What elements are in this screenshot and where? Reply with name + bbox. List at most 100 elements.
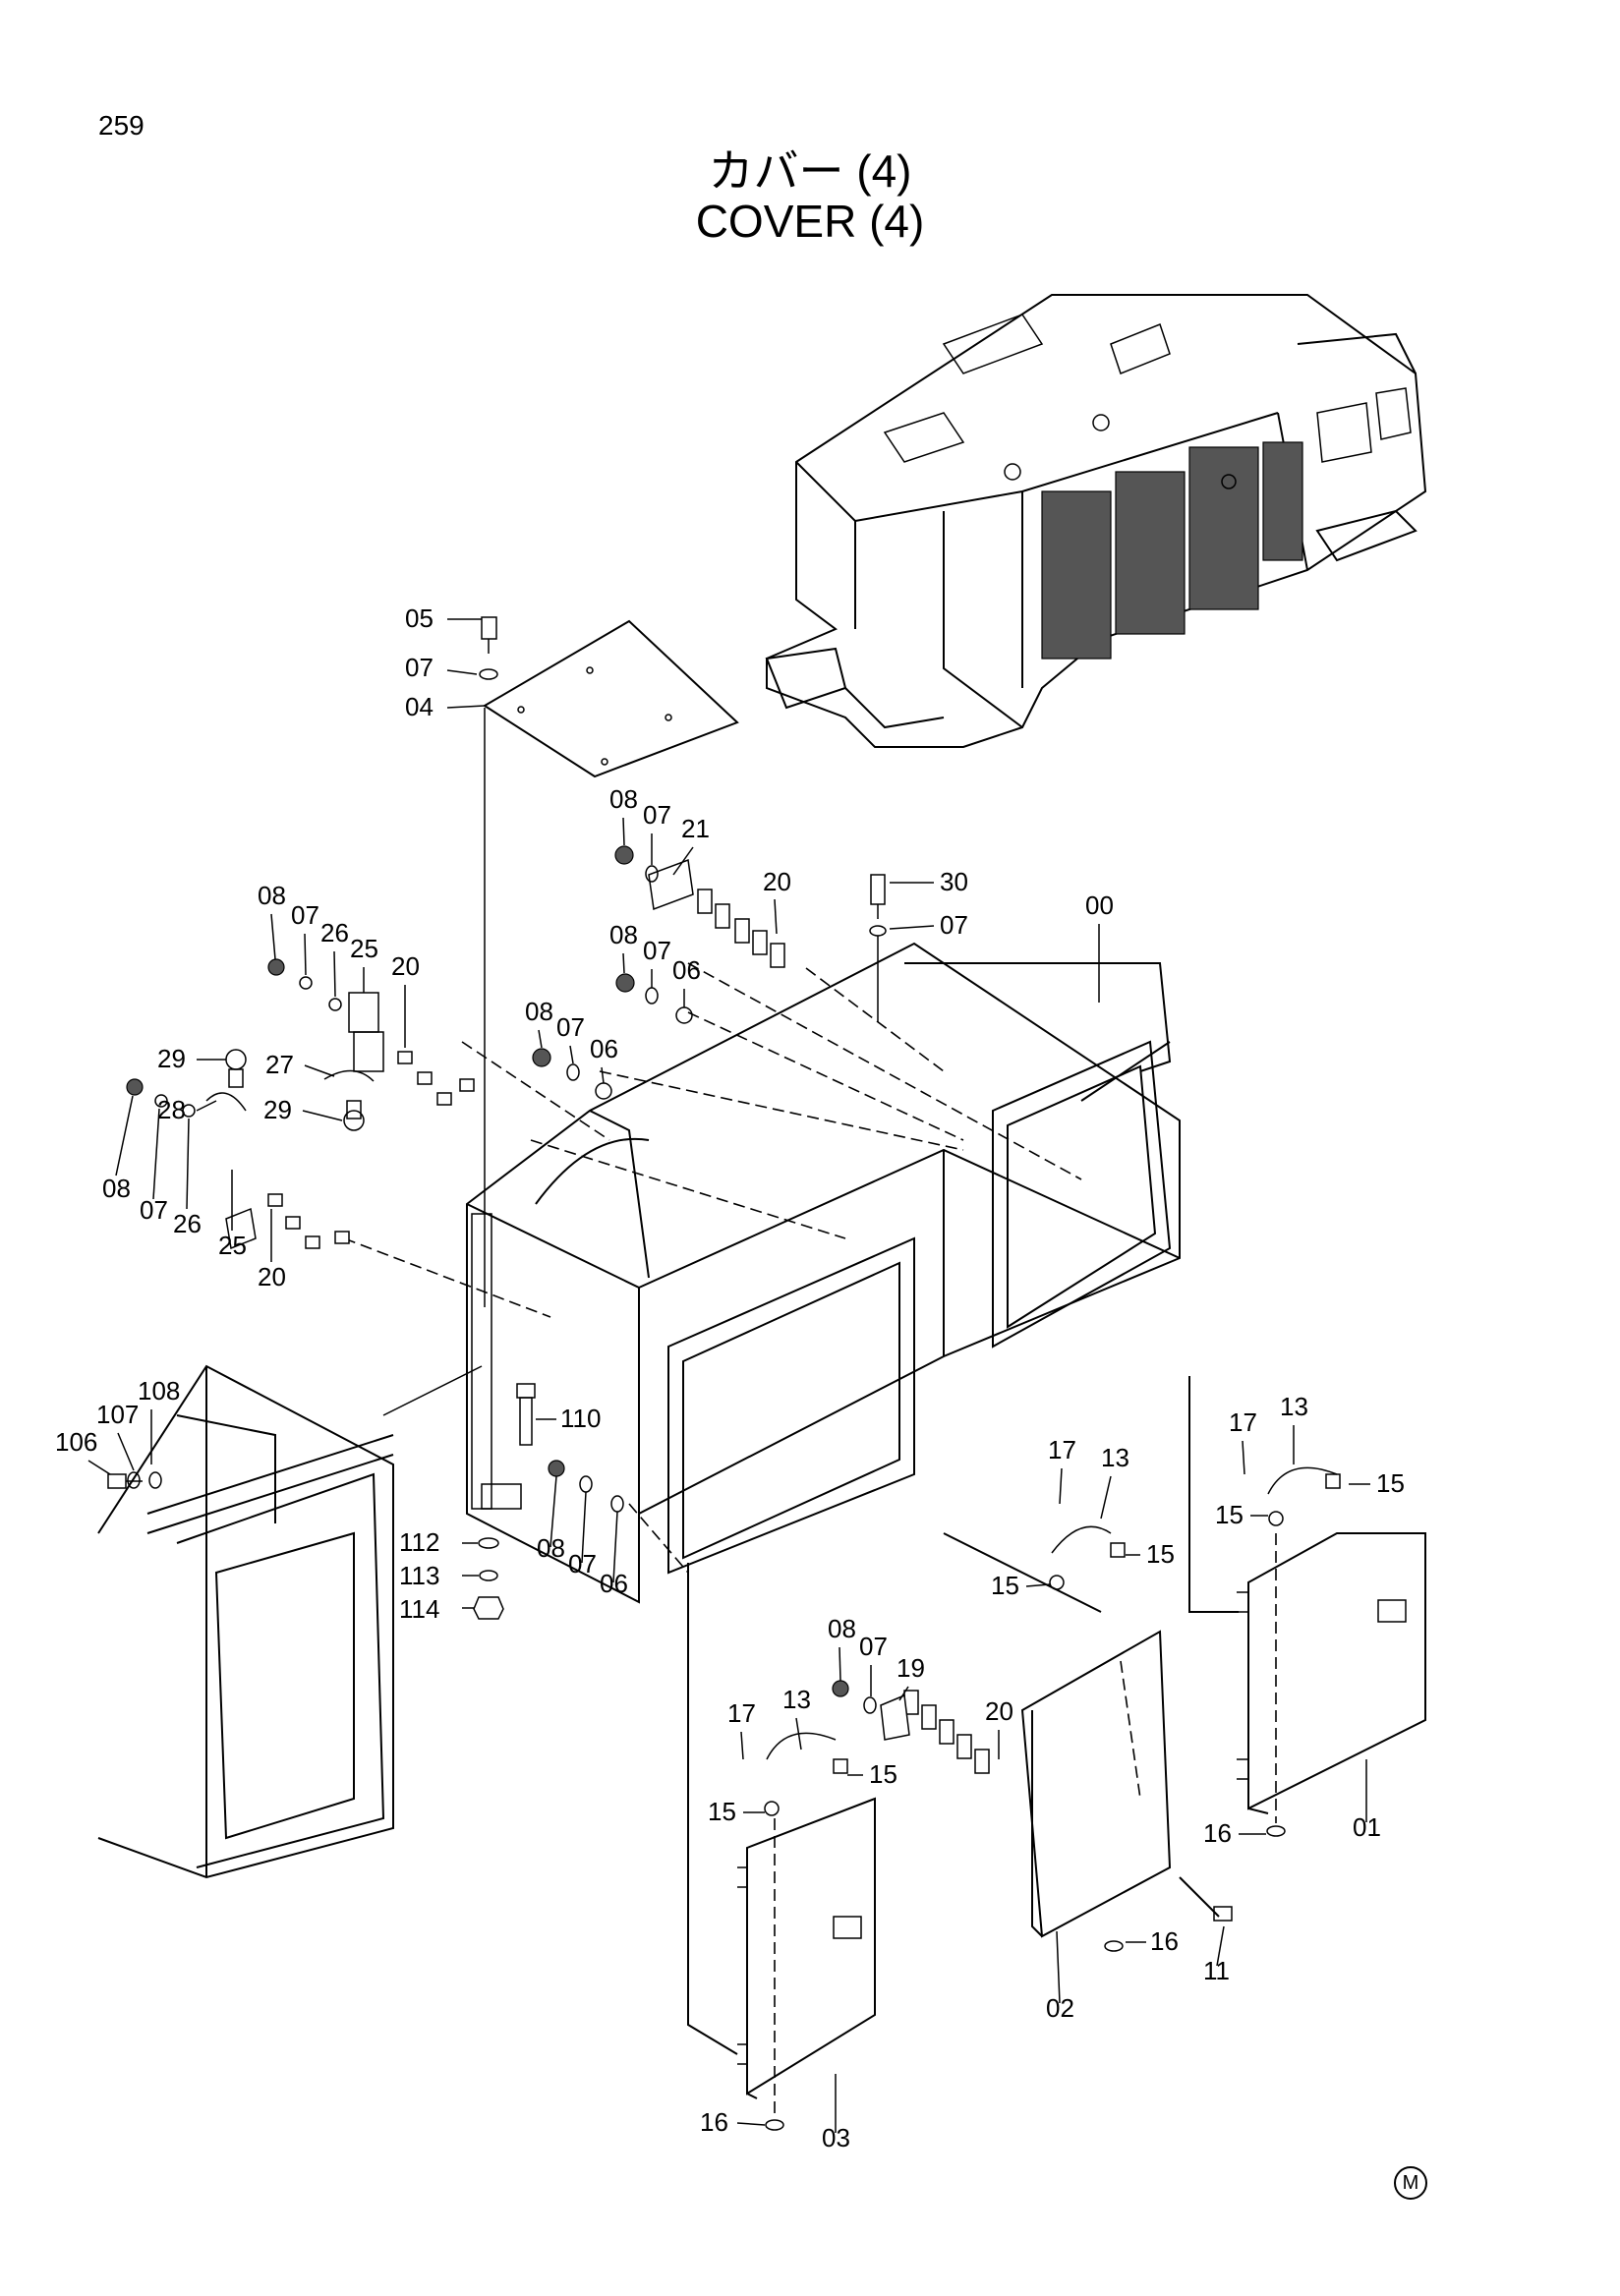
part-callout-17b: 17 bbox=[1229, 1407, 1257, 1437]
part-callout-13a: 13 bbox=[1101, 1443, 1129, 1472]
part-callout-108a: 108 bbox=[138, 1376, 180, 1406]
leader-line-06c bbox=[612, 1511, 618, 1583]
part-callout-25a: 25 bbox=[350, 934, 378, 963]
part-callout-112a: 112 bbox=[399, 1527, 439, 1557]
part-callout-15f: 15 bbox=[869, 1759, 897, 1789]
part-callout-114a: 114 bbox=[399, 1594, 439, 1624]
title-english: COVER (4) bbox=[695, 196, 925, 247]
leader-line-08b bbox=[622, 952, 625, 974]
part-callout-02a: 02 bbox=[1046, 1993, 1074, 2023]
manufacturer-mark: M bbox=[1394, 2166, 1427, 2200]
part-callout-20b: 20 bbox=[391, 951, 420, 981]
part-callout-07c: 07 bbox=[940, 910, 968, 940]
part-callout-16a: 16 bbox=[1203, 1818, 1232, 1848]
part-callout-13c: 13 bbox=[782, 1685, 811, 1714]
part-callout-08d: 08 bbox=[258, 881, 286, 910]
part-callout-28a: 28 bbox=[157, 1095, 186, 1124]
leader-line-28a bbox=[196, 1100, 217, 1112]
part-callout-30a: 30 bbox=[940, 867, 968, 896]
part-callout-106a: 106 bbox=[55, 1427, 97, 1457]
part-callout-15d: 15 bbox=[1376, 1468, 1405, 1498]
part-callout-08g: 08 bbox=[828, 1614, 856, 1643]
part-callout-26b: 26 bbox=[173, 1209, 202, 1238]
leader-line-17c bbox=[740, 1731, 744, 1760]
leader-line-08e bbox=[115, 1095, 134, 1177]
part-callout-07d: 07 bbox=[643, 936, 671, 965]
leader-line-20a bbox=[774, 898, 778, 935]
leader-line-15b bbox=[1025, 1583, 1051, 1587]
leader-line-08d bbox=[270, 913, 276, 960]
part-callout-20c: 20 bbox=[258, 1262, 286, 1292]
leader-line-17b bbox=[1242, 1440, 1245, 1475]
leader-line-04a bbox=[446, 705, 486, 709]
part-callout-07h: 07 bbox=[568, 1549, 597, 1578]
leader-line-17a bbox=[1059, 1467, 1063, 1505]
part-callout-17c: 17 bbox=[727, 1698, 756, 1728]
leader-line-106a bbox=[87, 1460, 111, 1475]
part-callout-03a: 03 bbox=[822, 2123, 850, 2152]
part-callout-07i: 07 bbox=[859, 1632, 888, 1661]
part-callout-08f: 08 bbox=[537, 1533, 565, 1563]
part-callout-110a: 110 bbox=[560, 1404, 601, 1433]
leader-line-08c bbox=[538, 1029, 543, 1049]
leader-line-13a bbox=[1100, 1475, 1112, 1520]
leader-line-19a bbox=[898, 1686, 909, 1701]
leader-line-27a bbox=[304, 1064, 335, 1077]
part-callout-08c: 08 bbox=[525, 997, 553, 1026]
part-callout-20a: 20 bbox=[763, 867, 791, 896]
leader-line-08g bbox=[839, 1646, 841, 1682]
leader-line-07f bbox=[304, 933, 307, 976]
part-callout-06b: 06 bbox=[590, 1034, 618, 1063]
title-japanese: カバー (4) bbox=[708, 145, 912, 197]
leader-line-26b bbox=[186, 1118, 190, 1210]
center-hinge-assembly bbox=[532, 845, 964, 1141]
leader-line-11a bbox=[1216, 1925, 1225, 1967]
part-callout-15e: 15 bbox=[1215, 1500, 1244, 1529]
part-callout-08a: 08 bbox=[609, 784, 638, 814]
part-callout-26a: 26 bbox=[320, 918, 349, 947]
part-callout-107a: 107 bbox=[96, 1400, 139, 1429]
part-callout-25b: 25 bbox=[218, 1231, 247, 1260]
door-01-drawing bbox=[1188, 1376, 1426, 1837]
part-callout-06c: 06 bbox=[600, 1569, 628, 1598]
door-03-drawing bbox=[687, 1563, 876, 2131]
part-callout-01a: 01 bbox=[1353, 1812, 1381, 1842]
part-callout-07e: 07 bbox=[556, 1012, 585, 1042]
leader-line-29b bbox=[302, 1110, 343, 1121]
part-callout-13b: 13 bbox=[1280, 1392, 1308, 1421]
part-callout-07a: 07 bbox=[405, 653, 434, 682]
part-callout-16b: 16 bbox=[1150, 1926, 1179, 1956]
part-callout-08e: 08 bbox=[102, 1174, 131, 1203]
part-callout-05a: 05 bbox=[405, 603, 434, 633]
top-cover-plate bbox=[479, 616, 739, 1307]
part-callout-27a: 27 bbox=[265, 1050, 294, 1079]
leader-line-107a bbox=[117, 1432, 135, 1471]
part-callout-21a: 21 bbox=[681, 814, 710, 843]
machine-overview-drawing bbox=[765, 294, 1427, 748]
leader-line-13c bbox=[795, 1717, 802, 1751]
part-callout-16c: 16 bbox=[700, 2107, 728, 2137]
part-callout-29a: 29 bbox=[157, 1044, 186, 1073]
part-callout-07f: 07 bbox=[291, 900, 319, 930]
main-frame bbox=[466, 942, 1181, 1604]
part-callout-08b: 08 bbox=[609, 920, 638, 949]
leader-line-07e bbox=[569, 1045, 574, 1064]
leader-line-16c bbox=[736, 2122, 766, 2126]
part-callout-07b: 07 bbox=[643, 800, 671, 830]
part-callout-06a: 06 bbox=[672, 955, 701, 985]
part-callout-20d: 20 bbox=[985, 1696, 1013, 1726]
leader-line-07h bbox=[581, 1491, 587, 1564]
part-callout-15b: 15 bbox=[991, 1571, 1019, 1600]
leader-line-07c bbox=[889, 925, 935, 930]
part-callout-113a: 113 bbox=[399, 1561, 439, 1590]
part-callout-15a: 15 bbox=[1146, 1539, 1175, 1569]
part-callout-17a: 17 bbox=[1048, 1435, 1076, 1464]
door-02-drawing bbox=[832, 1525, 1233, 1952]
leader-line-08a bbox=[622, 817, 625, 846]
leader-line-02a bbox=[1056, 1930, 1061, 2004]
leader-line-06b bbox=[601, 1066, 605, 1084]
part-callout-19a: 19 bbox=[897, 1653, 925, 1683]
leader-line-07a bbox=[446, 669, 478, 675]
